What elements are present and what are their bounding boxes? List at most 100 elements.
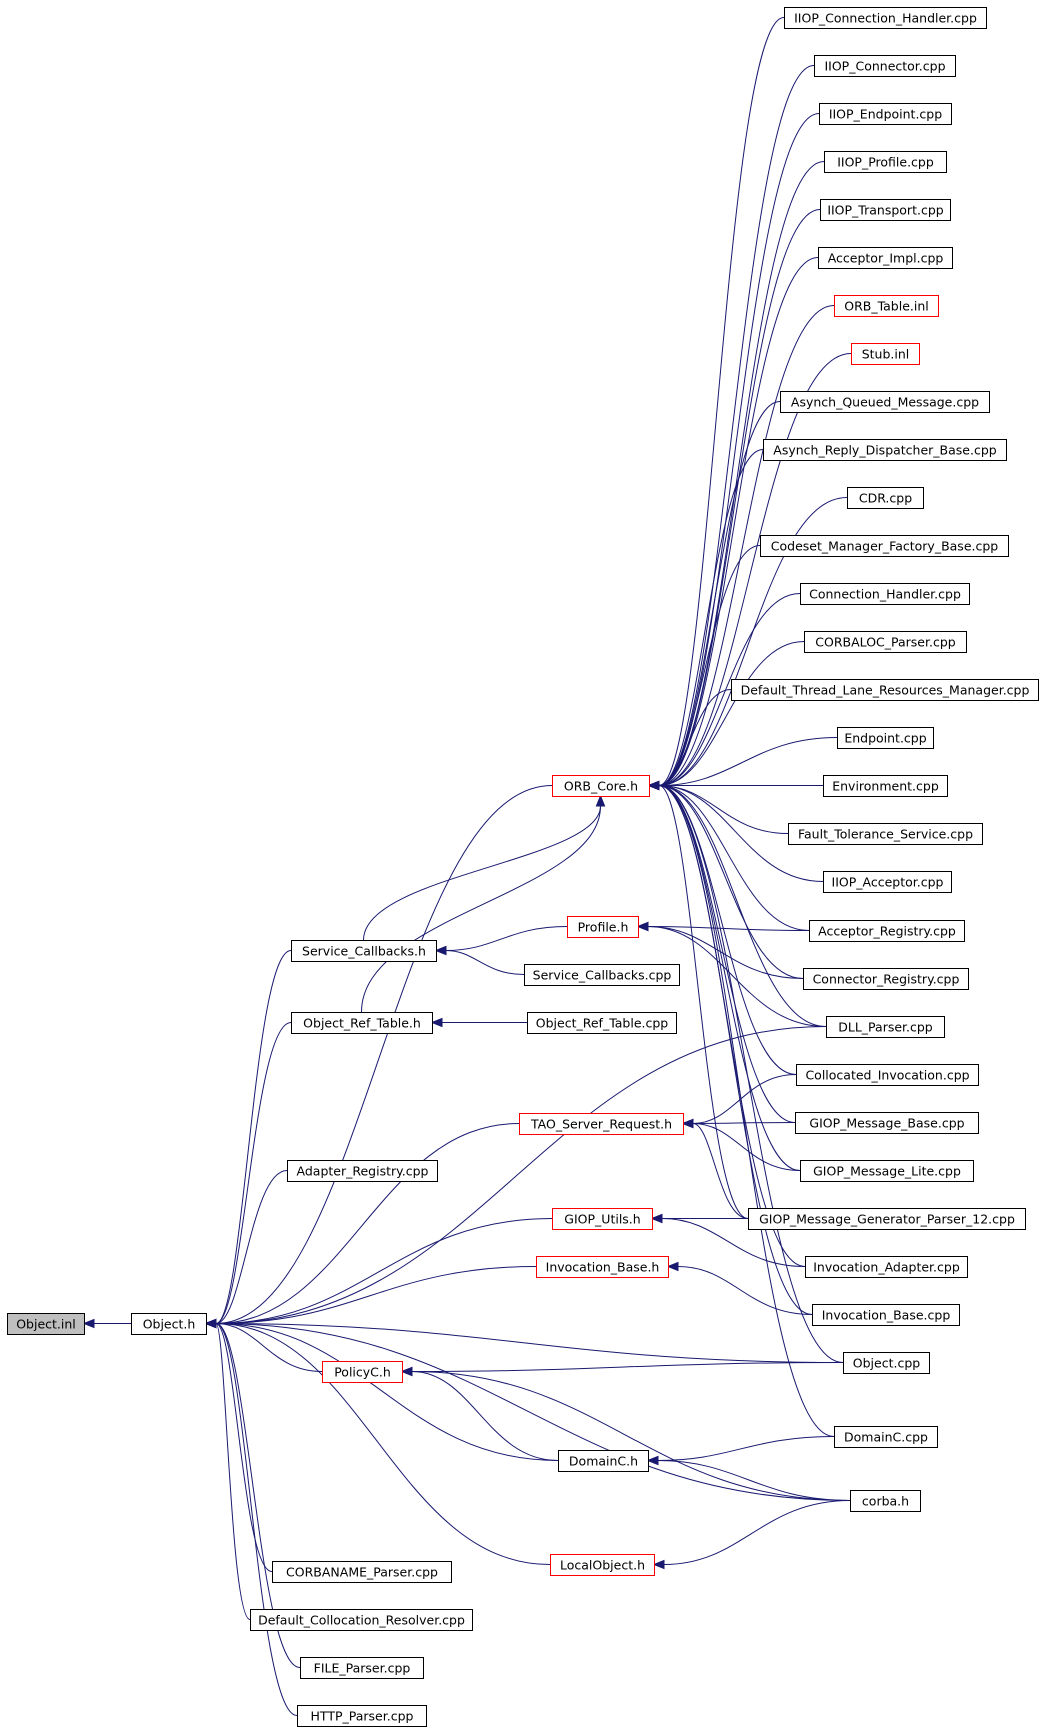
node-fault-tolerance-service-cpp[interactable]: Fault_Tolerance_Service.cpp [788, 823, 983, 845]
node-collocated-invocation-cpp[interactable]: Collocated_Invocation.cpp [796, 1064, 979, 1086]
node-label: Service_Callbacks.cpp [533, 968, 672, 983]
node-environment-cpp[interactable]: Environment.cpp [823, 775, 948, 797]
edge-arrowhead [646, 1455, 659, 1466]
edge-line [658, 785, 813, 1315]
edge-invocation-base-h-to-object-h [204, 1266, 537, 1329]
node-orb-table-inl[interactable]: ORB_Table.inl [834, 295, 939, 317]
node-box [837, 727, 934, 749]
edge-line [215, 950, 292, 1324]
edge-profile-h-to-service-callbacks-h [434, 926, 568, 956]
node-endpoint-cpp[interactable]: Endpoint.cpp [837, 727, 934, 749]
node-file-parser-cpp[interactable]: FILE_Parser.cpp [300, 1657, 424, 1679]
node-localobject-h[interactable]: LocalObject.h [550, 1554, 655, 1576]
node-default-thread-lane-resources-manager-cpp[interactable]: Default_Thread_Lane_Resources_Manager.cp… [731, 679, 1039, 701]
node-label: CORBALOC_Parser.cpp [815, 635, 955, 650]
edge-line [215, 1170, 288, 1324]
node-label: Environment.cpp [832, 779, 939, 794]
node-connector-registry-cpp[interactable]: Connector_Registry.cpp [803, 968, 969, 990]
node-label: FILE_Parser.cpp [314, 1661, 411, 1676]
node-giop-utils-h[interactable]: GIOP_Utils.h [552, 1208, 653, 1230]
edge-line [658, 65, 815, 786]
edge-line [215, 1323, 323, 1372]
node-object-ref-table-h[interactable]: Object_Ref_Table.h [291, 1012, 433, 1034]
edge-arrowhead [434, 945, 447, 956]
node-profile-h[interactable]: Profile.h [567, 916, 639, 938]
edge-corba-h-to-localobject-h [652, 1500, 851, 1570]
node-invocation-base-cpp[interactable]: Invocation_Base.cpp [812, 1304, 960, 1326]
node-label: IIOP_Acceptor.cpp [832, 875, 944, 890]
edge-dll-parser-cpp-to-profile-h [636, 921, 827, 1027]
node-dll-parser-cpp[interactable]: DLL_Parser.cpp [826, 1016, 945, 1038]
node-service-callbacks-h[interactable]: Service_Callbacks.h [291, 940, 437, 962]
edge-line [658, 353, 852, 786]
edge-arrowhead [82, 1318, 95, 1329]
node-giop-message-lite-cpp[interactable]: GIOP_Message_Lite.cpp [800, 1160, 974, 1182]
node-box [804, 631, 967, 653]
node-orb-core-h[interactable]: ORB_Core.h [552, 775, 650, 797]
node-iiop-endpoint-cpp[interactable]: IIOP_Endpoint.cpp [819, 103, 952, 125]
edge-line [658, 737, 838, 786]
node-tao-server-request-h[interactable]: TAO_Server_Request.h [519, 1113, 684, 1135]
edge-line [658, 785, 810, 931]
node-label: Invocation_Adapter.cpp [813, 1260, 960, 1275]
node-connection-handler-cpp[interactable]: Connection_Handler.cpp [800, 583, 970, 605]
edge-corba-h-to-policyc-h [400, 1366, 851, 1501]
edge-line [215, 1323, 551, 1565]
node-box [300, 1657, 424, 1679]
node-box [322, 1361, 403, 1383]
node-asynch-reply-dispatcher-base-cpp[interactable]: Asynch_Reply_Dispatcher_Base.cpp [763, 439, 1007, 461]
node-object-cpp[interactable]: Object.cpp [843, 1352, 930, 1374]
node-iiop-connector-cpp[interactable]: IIOP_Connector.cpp [814, 55, 956, 77]
node-iiop-profile-cpp[interactable]: IIOP_Profile.cpp [824, 151, 947, 173]
edge-corba-h-to-domainc-h [646, 1455, 851, 1501]
edge-line [215, 1323, 851, 1501]
edge-iiop-connection-handler-cpp-to-orb-core-h [647, 17, 785, 791]
node-box [809, 920, 965, 942]
node-domainc-h[interactable]: DomainC.h [558, 1450, 649, 1472]
node-object-h[interactable]: Object.h [131, 1313, 207, 1335]
node-service-callbacks-cpp[interactable]: Service_Callbacks.cpp [524, 964, 680, 986]
node-codeset-manager-factory-base-cpp[interactable]: Codeset_Manager_Factory_Base.cpp [760, 535, 1009, 557]
node-giop-message-generator-parser-12-cpp[interactable]: GIOP_Message_Generator_Parser_12.cpp [748, 1208, 1026, 1230]
node-corba-h[interactable]: corba.h [850, 1490, 921, 1512]
node-giop-message-base-cpp[interactable]: GIOP_Message_Base.cpp [795, 1112, 979, 1134]
node-asynch-queued-message-cpp[interactable]: Asynch_Queued_Message.cpp [780, 391, 990, 413]
node-box [297, 1705, 427, 1727]
node-label: Connection_Handler.cpp [809, 587, 961, 602]
node-corbaname-parser-cpp[interactable]: CORBANAME_Parser.cpp [272, 1561, 452, 1583]
node-acceptor-impl-cpp[interactable]: Acceptor_Impl.cpp [818, 247, 953, 269]
node-box [788, 823, 983, 845]
edge-dll-parser-cpp-to-orb-core-h [647, 780, 827, 1027]
edge-line [663, 1500, 851, 1565]
node-label: GIOP_Message_Base.cpp [809, 1116, 964, 1131]
edge-line [658, 785, 801, 1171]
node-label: PolicyC.h [334, 1365, 391, 1380]
node-box [820, 199, 951, 221]
node-adapter-registry-cpp[interactable]: Adapter_Registry.cpp [287, 1160, 438, 1182]
node-object-ref-table-cpp[interactable]: Object_Ref_Table.cpp [527, 1012, 677, 1034]
node-domainc-cpp[interactable]: DomainC.cpp [834, 1426, 938, 1448]
node-iiop-connection-handler-cpp[interactable]: IIOP_Connection_Handler.cpp [784, 7, 987, 29]
edge-orb-core-h-to-object-h [204, 785, 553, 1329]
node-iiop-acceptor-cpp[interactable]: IIOP_Acceptor.cpp [823, 871, 952, 893]
node-acceptor-registry-cpp[interactable]: Acceptor_Registry.cpp [809, 920, 965, 942]
node-cdr-cpp[interactable]: CDR.cpp [847, 487, 924, 509]
node-label: Object_Ref_Table.cpp [536, 1016, 669, 1031]
node-policyc-h[interactable]: PolicyC.h [322, 1361, 403, 1383]
node-box [7, 1313, 85, 1335]
node-label: Object.inl [16, 1317, 76, 1332]
node-invocation-adapter-cpp[interactable]: Invocation_Adapter.cpp [805, 1256, 968, 1278]
node-iiop-transport-cpp[interactable]: IIOP_Transport.cpp [820, 199, 951, 221]
node-invocation-base-h[interactable]: Invocation_Base.h [536, 1256, 669, 1278]
node-default-collocation-resolver-cpp[interactable]: Default_Collocation_Resolver.cpp [250, 1609, 473, 1631]
edge-line [658, 593, 801, 786]
edge-line [658, 257, 819, 786]
node-http-parser-cpp[interactable]: HTTP_Parser.cpp [297, 1705, 427, 1727]
node-box [851, 343, 920, 365]
edge-line [661, 1218, 806, 1267]
node-box [850, 1490, 921, 1512]
node-corbaloc-parser-cpp[interactable]: CORBALOC_Parser.cpp [804, 631, 967, 653]
node-stub-inl[interactable]: Stub.inl [851, 343, 920, 365]
edge-line [658, 449, 764, 786]
